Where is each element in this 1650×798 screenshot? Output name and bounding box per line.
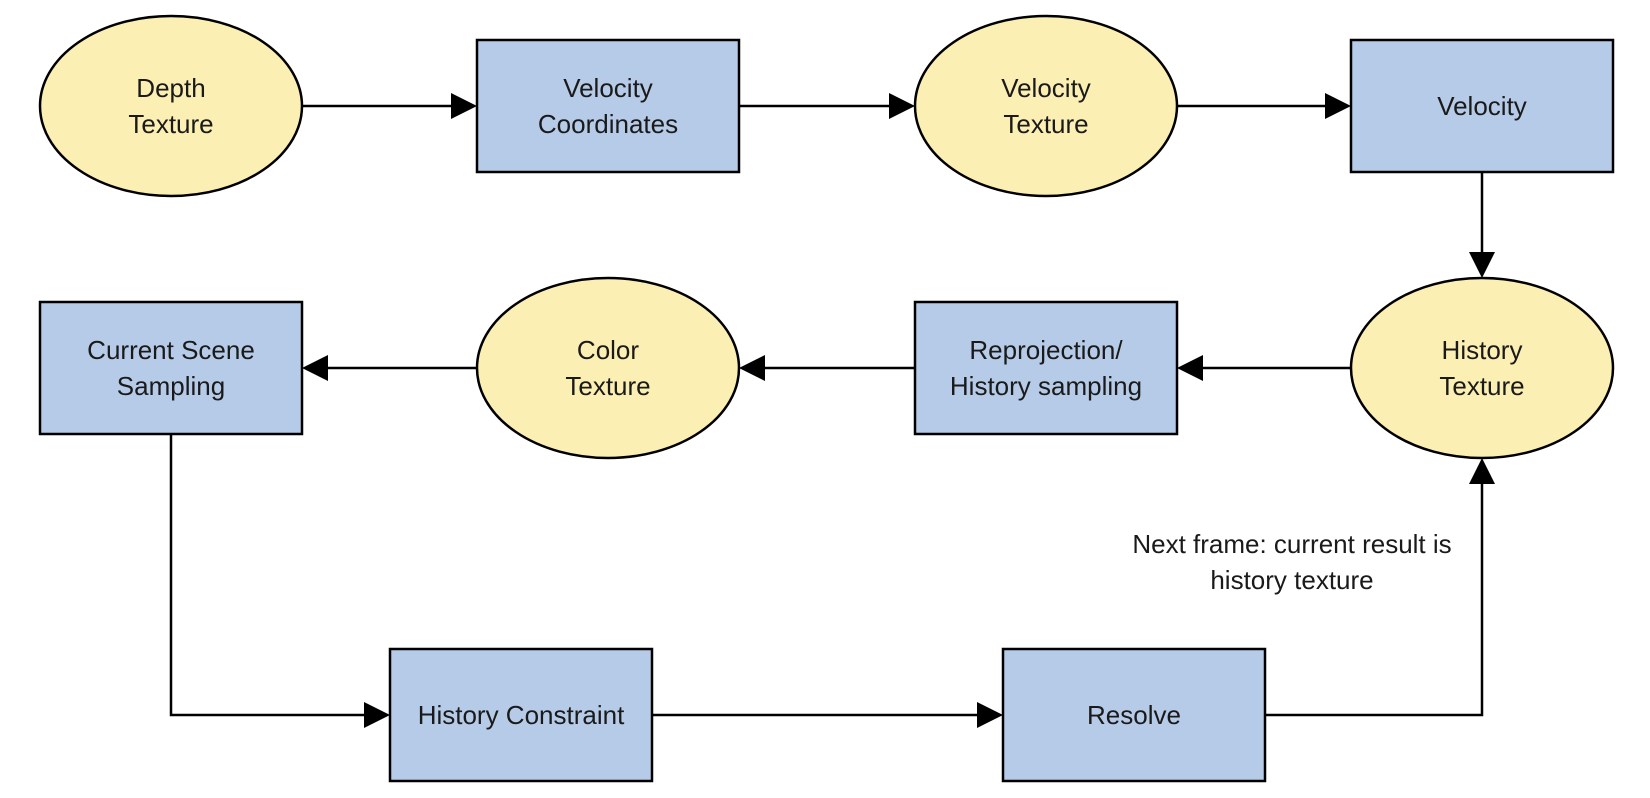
velocity-texture-label-line-1: Velocity xyxy=(1001,73,1091,103)
reprojection-history-sampling-label-line-2: History sampling xyxy=(950,371,1142,401)
current-scene-sampling-label-line-2: Sampling xyxy=(117,371,225,401)
reprojection-history-sampling-label-line-1: Reprojection/ xyxy=(969,335,1123,365)
velocity-label-line-1: Velocity xyxy=(1437,91,1527,121)
arrowhead-icon xyxy=(1177,355,1203,381)
history-texture-ellipse xyxy=(1349,276,1615,460)
edge-line xyxy=(169,434,364,717)
arrowhead-icon xyxy=(1469,252,1495,278)
history-constraint-node: History Constraint xyxy=(388,647,654,783)
depth-texture-ellipse xyxy=(38,14,304,198)
edge-velocity-coordinates-to-velocity-texture xyxy=(739,93,915,119)
velocity-texture-label-line-2: Texture xyxy=(1003,109,1088,139)
edge-velocity-to-history-texture xyxy=(1469,172,1495,278)
edge-resolve-to-history-texture xyxy=(1265,458,1495,717)
annotation-layer: Next frame: current result is history te… xyxy=(1132,529,1451,595)
resolve-box xyxy=(1001,647,1267,783)
history-texture-label-line-2: Texture xyxy=(1439,371,1524,401)
nodes-layer: DepthTextureVelocityCoordinatesVelocityT… xyxy=(38,14,1615,783)
annotation-line-2: history texture xyxy=(1210,565,1373,595)
arrowhead-icon xyxy=(302,355,328,381)
velocity-coordinates-label-line-1: Velocity xyxy=(563,73,653,103)
arrowhead-icon xyxy=(889,93,915,119)
history-texture-label-line-1: History xyxy=(1442,335,1523,365)
edge-depth-texture-to-velocity-coordinates xyxy=(302,93,477,119)
velocity-box xyxy=(1349,38,1615,174)
arrowhead-icon xyxy=(451,93,477,119)
arrowhead-icon xyxy=(739,355,765,381)
arrowhead-icon xyxy=(977,702,1003,728)
color-texture-ellipse xyxy=(475,276,741,460)
resolve-label-line-1: Resolve xyxy=(1087,700,1181,730)
depth-texture-label-line-2: Texture xyxy=(128,109,213,139)
edge-velocity-texture-to-velocity xyxy=(1177,93,1351,119)
edge-line xyxy=(1265,484,1484,717)
arrowhead-icon xyxy=(1469,458,1495,484)
reprojection-history-sampling-box xyxy=(913,300,1179,436)
edge-reprojection-history-sampling-to-color-texture xyxy=(739,355,915,381)
edge-current-scene-sampling-to-history-constraint xyxy=(169,434,390,728)
reprojection-history-sampling-node: Reprojection/History sampling xyxy=(913,300,1179,436)
color-texture-label-line-2: Texture xyxy=(565,371,650,401)
current-scene-sampling-box xyxy=(38,300,304,436)
velocity-coordinates-label-line-2: Coordinates xyxy=(538,109,678,139)
edge-history-texture-to-reprojection-history-sampling xyxy=(1177,355,1351,381)
annotation-line-1: Next frame: current result is xyxy=(1132,529,1451,559)
depth-texture-label-line-1: Depth xyxy=(136,73,205,103)
resolve-node: Resolve xyxy=(1001,647,1267,783)
current-scene-sampling-label-line-1: Current Scene xyxy=(87,335,255,365)
velocity-coordinates-box xyxy=(475,38,741,174)
edge-color-texture-to-current-scene-sampling xyxy=(302,355,477,381)
velocity-texture-ellipse xyxy=(913,14,1179,198)
history-constraint-label-line-1: History Constraint xyxy=(418,700,625,730)
edge-history-constraint-to-resolve xyxy=(652,702,1003,728)
edges-layer xyxy=(169,93,1495,728)
color-texture-label-line-1: Color xyxy=(577,335,639,365)
velocity-node: Velocity xyxy=(1349,38,1615,174)
arrowhead-icon xyxy=(1325,93,1351,119)
history-constraint-box xyxy=(388,647,654,783)
arrowhead-icon xyxy=(364,702,390,728)
